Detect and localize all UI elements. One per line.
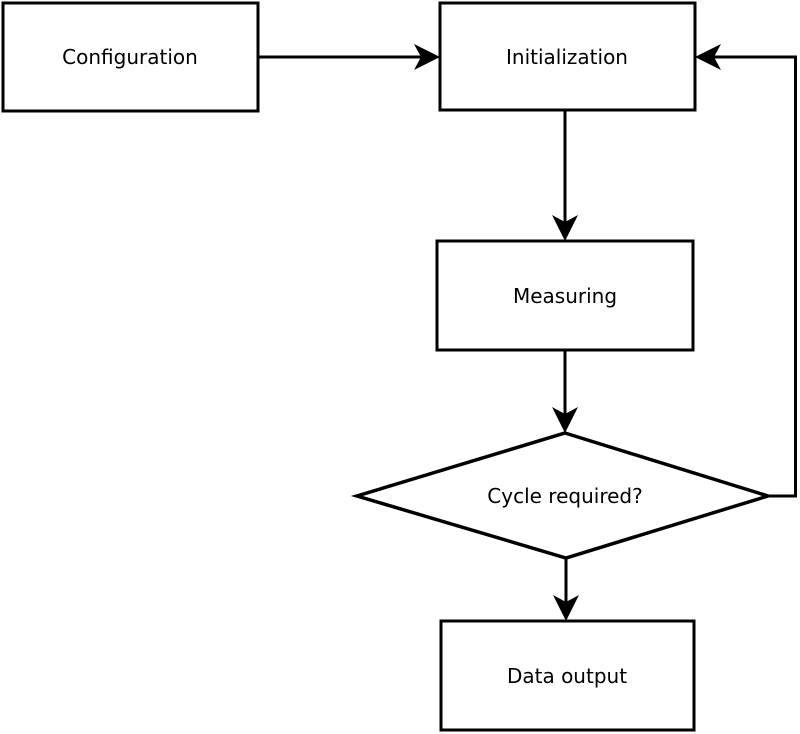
data-output-label: Data output	[507, 664, 627, 688]
configuration-box	[1, 1, 260, 113]
arrowhead-right-icon	[414, 44, 440, 70]
configuration-label: Configuration	[62, 45, 198, 69]
initialization-label: Initialization	[506, 45, 628, 69]
edge-configuration-to-initialization	[258, 44, 440, 70]
arrowhead-left-icon	[695, 44, 721, 70]
cycle-required-diamond	[350, 431, 774, 560]
node-configuration: Configuration	[1, 1, 260, 113]
measuring-label: Measuring	[513, 284, 617, 308]
edge-initialization-to-measuring	[552, 110, 578, 241]
edge-line	[712, 55, 797, 498]
node-measuring: Measuring	[435, 239, 695, 352]
arrowhead-down-icon	[553, 595, 579, 621]
edge-cycle-required-to-initialization-feedback	[695, 44, 797, 498]
node-cycle-required: Cycle required?	[350, 431, 774, 560]
arrowhead-down-icon	[552, 407, 578, 433]
node-data-output: Data output	[439, 619, 696, 732]
measuring-box	[435, 239, 695, 352]
edge-cycle-required-to-data-output	[553, 558, 579, 621]
data-output-box	[439, 619, 696, 732]
arrowhead-down-icon	[552, 215, 578, 241]
cycle-required-label: Cycle required?	[487, 484, 642, 508]
initialization-box	[438, 1, 697, 112]
node-initialization: Initialization	[438, 1, 697, 112]
edge-measuring-to-cycle-required	[552, 350, 578, 433]
